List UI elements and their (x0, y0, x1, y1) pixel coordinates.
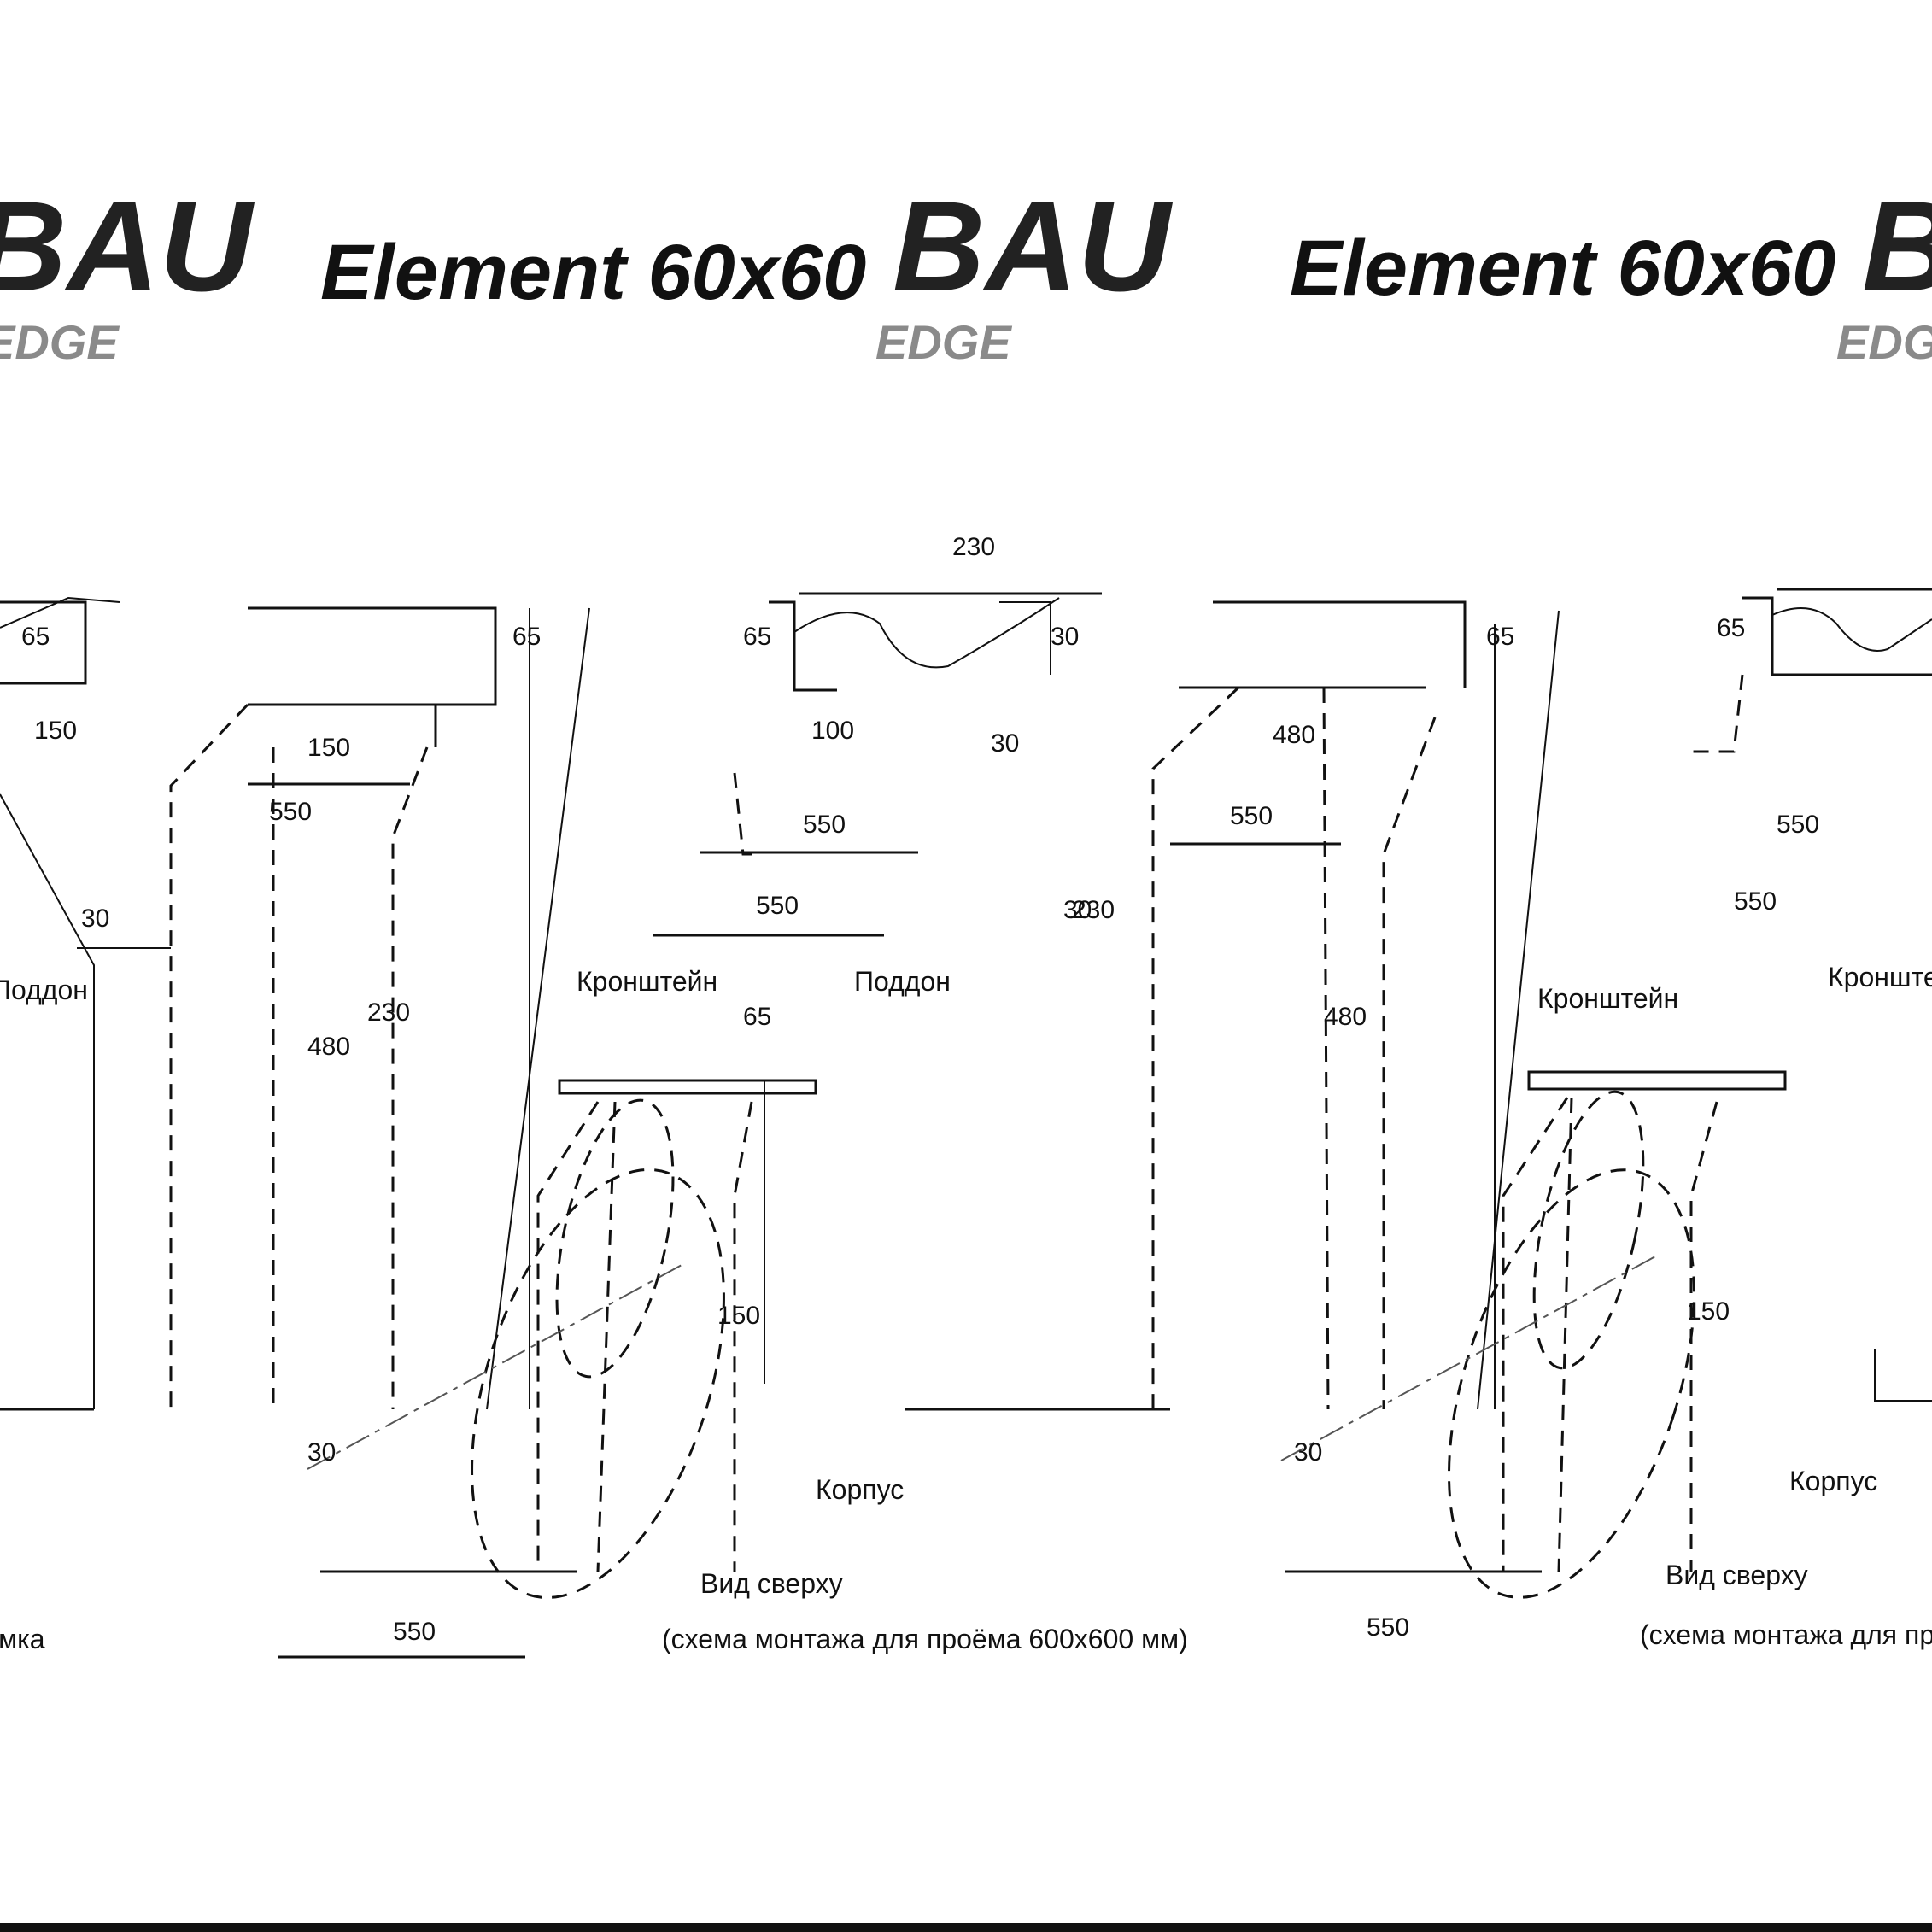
dim-text: 30 (1063, 896, 1092, 924)
logo-text: BAU (0, 174, 255, 318)
dim-text: 65 (21, 623, 50, 651)
dim-text: 150 (307, 734, 350, 762)
label-pallet: Поддон (854, 966, 951, 997)
dim-text: 65 (512, 623, 541, 651)
dim-text: 65 (743, 1003, 771, 1031)
dim-text: 65 (743, 623, 771, 651)
logo-subtext: EDGE (0, 315, 120, 369)
dim-text: 150 (1687, 1297, 1730, 1326)
dim-text: 30 (1294, 1438, 1322, 1467)
dim-text: 550 (803, 811, 846, 839)
ellipse-outer (471, 1168, 725, 1600)
caption-line2: (схема монтажа для проёма 600x600 мм) (1640, 1619, 1932, 1650)
sheet-title-right: Element 60x60 (1290, 225, 1835, 312)
logo-text: BAU (893, 174, 1174, 318)
dim-text: 550 (1777, 811, 1819, 839)
label-body: Корпус (816, 1474, 904, 1505)
label-bracket: Кронштейн (1828, 962, 1932, 992)
sheet-title-left: Element 60x60 (320, 229, 866, 316)
dim-text: 100 (811, 717, 854, 745)
label-bracket: Кронштейн (1537, 983, 1678, 1014)
logo-left: BAU EDGE (0, 174, 255, 369)
logo-subtext: EDGE (1836, 315, 1932, 369)
dim-text: 65 (1486, 623, 1514, 651)
left-sheet-side-section (0, 596, 120, 1411)
dim-text: 550 (1367, 1613, 1409, 1642)
caption-line1: Вид сверху (700, 1568, 843, 1599)
dim-text: 150 (34, 717, 77, 745)
dim-text: 480 (1273, 721, 1315, 749)
dim-text: 30 (991, 729, 1019, 758)
ellipse-inner-right (1532, 1090, 1645, 1370)
logo-right: BAU EDGE (1836, 174, 1932, 369)
dim-text: 550 (1734, 887, 1777, 916)
caption-line1: Вид сверху (1666, 1560, 1808, 1590)
label-body: Корпус (1789, 1466, 1877, 1496)
center-sheet-top-detail (653, 592, 1102, 937)
dim-text: 30 (307, 1438, 336, 1467)
dim-text: 230 (1072, 896, 1115, 924)
dim-text: 550 (1230, 802, 1273, 830)
dim-text: 550 (393, 1618, 436, 1646)
logo-text: BAU (1862, 174, 1932, 318)
bottom-border (0, 1923, 1932, 1932)
dim-text: 230 (367, 998, 410, 1027)
left-sheet-long-section (77, 606, 590, 1410)
dim-text: 550 (269, 798, 312, 826)
dim-text: 65 (1717, 614, 1745, 642)
right-sheet-top-detail (1691, 588, 1932, 753)
logo-center: BAU EDGE (875, 174, 1174, 369)
label-edge: Рамка (0, 1624, 45, 1654)
dim-text: 150 (717, 1302, 760, 1330)
ellipse-inner-left (555, 1098, 675, 1379)
center-sheet-plan-view (278, 1079, 817, 1659)
dim-text: 30 (1051, 623, 1079, 651)
dim-text: 480 (1324, 1003, 1367, 1031)
right-sheet-plan-view (1280, 1070, 1932, 1599)
ellipse-outer-right (1448, 1168, 1695, 1599)
dim-text: 550 (756, 892, 799, 920)
dim-text: 230 (952, 533, 995, 561)
dim-text: 30 (81, 905, 109, 933)
caption-line2: (схема монтажа для проёма 600x600 мм) (662, 1624, 1188, 1654)
center-sheet-long-section (905, 600, 1560, 1411)
logo-subtext: EDGE (875, 315, 1012, 369)
label-pallet: Поддон (0, 975, 88, 1005)
dim-text: 480 (307, 1033, 350, 1061)
label-bracket: Кронштейн (577, 966, 717, 997)
